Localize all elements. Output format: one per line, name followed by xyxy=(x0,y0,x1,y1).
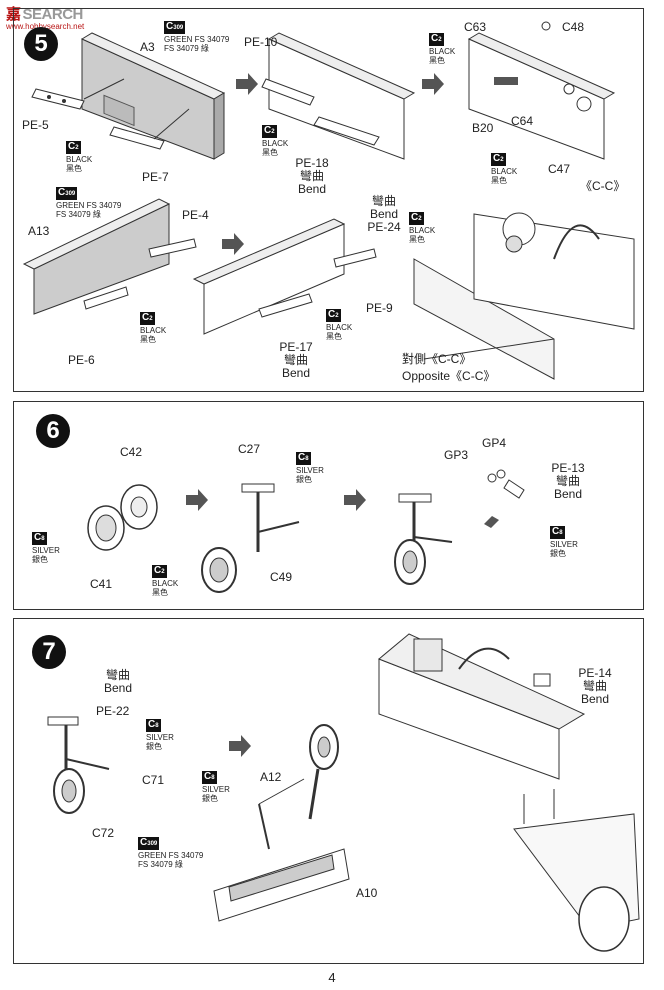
part-c47-label: C47 xyxy=(548,162,571,176)
part-pe7-label: PE-7 xyxy=(142,170,169,184)
part-pe6-label: PE-6 xyxy=(68,353,95,367)
step-5-panel: 5 xyxy=(13,8,644,392)
step-6-drawing xyxy=(87,469,525,593)
part-c48-label: C48 xyxy=(562,20,585,34)
part-c64-label: C64 xyxy=(511,114,534,128)
part-c49-label: C49 xyxy=(270,570,293,584)
step-number: 6 xyxy=(36,414,70,448)
part-pe4-label: PE-4 xyxy=(182,208,209,222)
color-code: C309 xyxy=(164,21,186,34)
step-number: 7 xyxy=(32,635,66,669)
opposite-cc-en: Opposite《C-C》 xyxy=(402,369,496,383)
part-b20-label: B20 xyxy=(472,121,494,135)
part-gp3-label: GP3 xyxy=(444,448,469,462)
part-pe10-label: PE-10 xyxy=(244,35,278,49)
part-a3-label: A3 xyxy=(140,40,155,54)
part-a10-label: A10 xyxy=(356,886,378,900)
part-a12-label: A12 xyxy=(260,770,282,784)
part-a13-label: A13 xyxy=(28,224,50,238)
part-c71-label: C71 xyxy=(142,773,165,787)
watermark-url: www.hobbysearch.net xyxy=(6,22,85,31)
step-5-drawing xyxy=(22,21,635,380)
page-number: 4 xyxy=(328,970,336,985)
view-cc-label: 《C-C》 xyxy=(580,179,626,193)
part-pe9-label: PE-9 xyxy=(366,301,393,315)
opposite-cc-cn: 對側《C-C》 xyxy=(402,352,472,366)
part-c27-label: C27 xyxy=(238,442,261,456)
step-7-drawing xyxy=(47,633,640,952)
part-gp4-label: GP4 xyxy=(482,436,507,450)
part-pe22-label: PE-22 xyxy=(96,704,130,718)
part-c72-label: C72 xyxy=(92,826,115,840)
part-c63-label: C63 xyxy=(464,20,487,34)
part-c42-label: C42 xyxy=(120,445,143,459)
part-c41-label: C41 xyxy=(90,577,113,591)
part-pe5-label: PE-5 xyxy=(22,118,49,132)
step-number: 5 xyxy=(24,27,58,61)
